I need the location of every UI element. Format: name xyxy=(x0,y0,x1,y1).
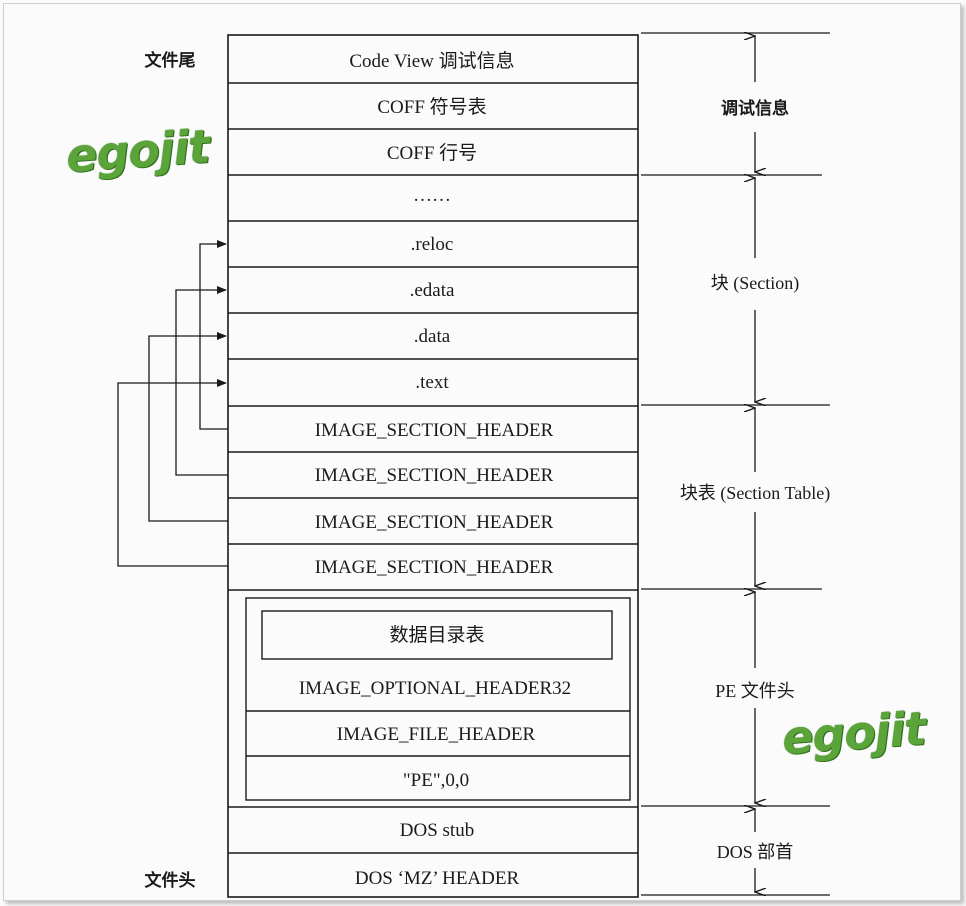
row-section-data: .data xyxy=(414,326,451,347)
row-image-section-header-4: IMAGE_SECTION_HEADER xyxy=(315,557,554,578)
row-section-reloc: .reloc xyxy=(411,234,454,255)
dos-stub-label: DOS stub xyxy=(400,820,474,841)
row-section-text: .text xyxy=(415,372,449,393)
row-dividers xyxy=(228,82,638,854)
pe-signature-label: "PE",0,0 xyxy=(403,770,469,791)
row-section-edata: .edata xyxy=(410,280,455,301)
watermark-top-left: egojit xyxy=(64,119,211,183)
arrow-header4-to-text xyxy=(117,379,228,567)
row-image-section-header-3: IMAGE_SECTION_HEADER xyxy=(315,512,554,533)
row-image-section-header-1: IMAGE_SECTION_HEADER xyxy=(315,420,554,441)
optional-header-label: IMAGE_OPTIONAL_HEADER32 xyxy=(299,678,571,699)
pe-header-box xyxy=(245,597,631,801)
arrow-header3-to-data xyxy=(148,332,228,522)
section-pointer-arrows xyxy=(117,240,228,567)
file-tail-label: 文件尾 xyxy=(145,50,196,71)
right-region-dividers xyxy=(641,32,830,896)
debug-info-label: 调试信息 xyxy=(721,98,789,119)
file-header-label: IMAGE_FILE_HEADER xyxy=(337,724,536,745)
section-table-label: 块表 (Section Table) xyxy=(680,483,830,504)
file-column-outline xyxy=(227,34,639,898)
row-coff-symbol-table: COFF 符号表 xyxy=(377,96,486,118)
section-label: 块 (Section) xyxy=(711,273,799,294)
pe-file-header-label: PE 文件头 xyxy=(715,681,795,701)
row-ellipsis: …… xyxy=(413,185,451,206)
row-coff-line-numbers: COFF 行号 xyxy=(387,142,477,164)
data-directory-label: 数据目录表 xyxy=(389,624,484,646)
row-image-section-header-2: IMAGE_SECTION_HEADER xyxy=(315,465,554,486)
dos-header-label: DOS 部首 xyxy=(717,842,794,862)
watermark-bottom-right: egojit xyxy=(780,701,927,765)
row-codeview-debug-info: Code View 调试信息 xyxy=(349,50,514,72)
file-head-label: 文件头 xyxy=(145,870,196,891)
dos-mz-header-label: DOS ‘MZ’ HEADER xyxy=(355,868,520,889)
data-directory-box xyxy=(261,610,613,660)
